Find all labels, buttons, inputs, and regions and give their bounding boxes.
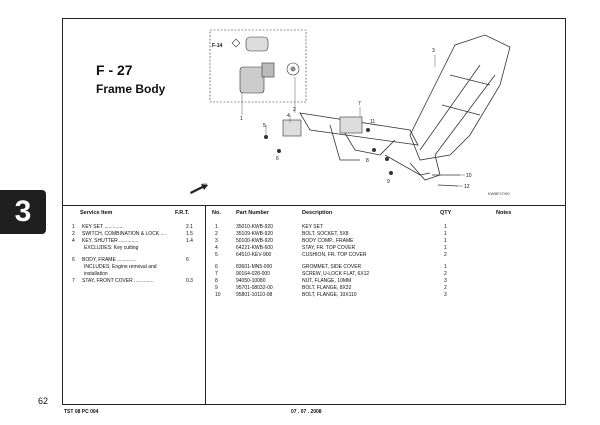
doc-date: 07 . 07 . 2008 [291,409,322,415]
part-number: 35109-KWB-920 [236,231,273,237]
doc-code: TST 08 PC 004 [64,409,99,415]
service-item-number: 2 [72,231,75,237]
notes-header: Notes [496,210,512,216]
part-row-number: 8 [215,278,218,284]
section-tab: 3 [0,190,46,234]
service-item-frt: 6 [186,257,189,263]
service-item-name: KEY, SHUTTER .............. [82,238,139,244]
part-number: 35010-KWB-920 [236,224,273,230]
part-row-number: 10 [215,292,221,298]
qty-header: QTY [440,210,452,216]
part-qty: 2 [444,271,447,277]
part-qty: 1 [444,238,447,244]
callout-number: 4 [287,113,290,119]
service-item-name: STAY, FRONT COVER .............. [82,278,154,284]
part-qty: 2 [444,285,447,291]
service-item-name: INCLUDES: Engine removal and [84,264,157,270]
part-description: KEY SET [302,224,324,230]
service-item-number: 4 [72,238,75,244]
diagram-code: KWBF27/90 [488,191,510,196]
callout-number: 3 [432,48,435,54]
part-description: SCREW, U-LOCK FLAT, 6X12 [302,271,370,277]
column-divider [205,205,206,405]
part-number: 83601-MN5-000 [236,264,273,270]
part-qty: 1 [444,245,447,251]
callout-box-label: F-14 [212,43,223,49]
part-number: 90164-028-000 [236,271,270,277]
service-item-frt: 2.1 [186,224,193,230]
part-description: STAY, FR. TOP COVER [302,245,356,251]
page-number: 62 [38,396,49,406]
part-description: BOLT, FLANGE, 8X32 [302,285,352,291]
part-qty: 2 [444,252,447,258]
part-qty: 1 [444,264,447,270]
part-row-number: 2 [215,231,218,237]
table-divider [62,205,566,206]
part-row-number: 5 [215,252,218,258]
part-number: 95801-10110-08 [236,292,273,298]
part-row-number: 7 [215,271,218,277]
callout-number: 8 [366,158,369,164]
part-qty: 1 [444,231,447,237]
service-item-number: 6 [72,257,75,263]
part-row-number: 3 [215,238,218,244]
part-row-number: 9 [215,285,218,291]
callout-number: 10 [466,173,472,179]
part-row-number: 1 [215,224,218,230]
part-row-number: 6 [215,264,218,270]
section-title: Frame Body [96,82,166,96]
service-item-header: Service Item [80,210,113,216]
callout-number: 9 [387,179,390,185]
service-item-name: SWITCH, COMBINATION & LOCK .... [82,231,167,237]
page-frame [62,18,566,405]
callout-number: 1 [240,116,243,122]
part-number: 95701-08032-00 [236,285,273,291]
service-item-name: KEY SET .............. [82,224,124,230]
callout-number: 6 [276,156,279,162]
front-label: FR. [202,182,209,187]
part-row-number: 4 [215,245,218,251]
tab-number: 3 [14,195,32,228]
part-number-header: Part Number [236,210,270,216]
callout-number: 11 [370,119,375,125]
description-header: Description [302,210,333,216]
service-item-frt: 1.5 [186,231,193,237]
part-description: NUT, FLANGE, 10MM [302,278,352,284]
service-item-name: installation [84,271,108,277]
part-number: 64221-KWB-600 [236,245,273,251]
section-code: F - 27 [96,62,133,78]
part-number: 50100-KWB-920 [236,238,273,244]
service-item-name: BODY, FRAME .............. [82,257,137,263]
service-item-name: EXCLUDES: Key cutting [84,245,139,251]
part-qty: 1 [444,224,447,230]
part-number: 64510-KEV-900 [236,252,272,258]
callout-number: 7 [358,101,361,107]
part-description: BODY COMP., FRAME [302,238,354,244]
part-description: CUSHION, FR. TOP COVER [302,252,367,258]
service-item-frt: 0.3 [186,278,193,284]
part-qty: 3 [444,278,447,284]
callout-number: 5 [263,123,266,129]
part-qty: 3 [444,292,447,298]
no-header: No. [212,210,221,216]
part-number: 94050-10080 [236,278,266,284]
service-item-number: 1 [72,224,75,230]
callout-number: 12 [464,184,470,190]
front-arrow: FR. [188,182,210,200]
service-item-frt: 1.4 [186,238,193,244]
exploded-diagram: F-14 1 2 3 4 5 6 7 8 9 10 11 12 [209,29,511,190]
part-description: BOLT, FLANGE, 10X110 [302,292,357,298]
part-description: BOLT, SOCKET, 5X8 [302,231,349,237]
part-description: GROMMET, SIDE COVER [302,264,362,270]
service-item-number: 7 [72,278,75,284]
callout-number: 2 [293,107,296,113]
frt-header: F.R.T. [175,210,190,216]
